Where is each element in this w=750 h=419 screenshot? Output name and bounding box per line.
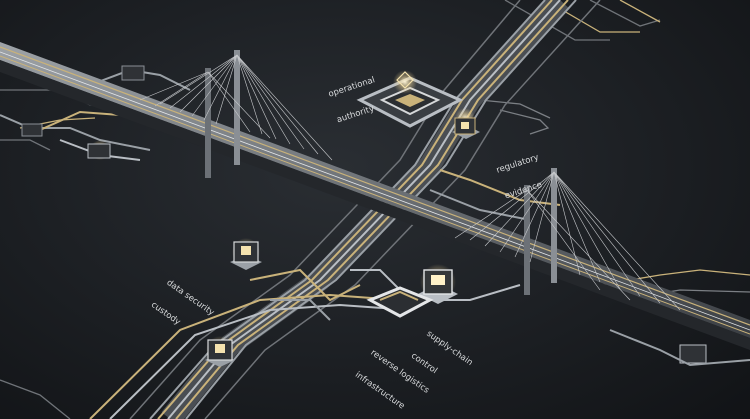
label-line: operational bbox=[327, 75, 377, 100]
node-regulatory bbox=[452, 108, 480, 139]
node-data-security bbox=[230, 238, 262, 270]
box-icon bbox=[431, 275, 445, 285]
user-icon bbox=[215, 344, 225, 353]
node-lower-left bbox=[205, 336, 235, 367]
label-line: authority bbox=[335, 103, 376, 126]
bridge-tower-left bbox=[205, 68, 211, 178]
bridge-tower-right bbox=[524, 185, 530, 295]
node-bottom-right bbox=[609, 329, 750, 367]
node-left-cluster bbox=[21, 65, 145, 160]
operational-authority-hub bbox=[356, 70, 464, 128]
cube-icon bbox=[396, 71, 414, 89]
bridge bbox=[0, 42, 750, 350]
lock-icon bbox=[461, 122, 469, 129]
label-line: regulatory bbox=[495, 152, 541, 176]
shield-icon bbox=[241, 246, 251, 255]
node-reverse-logistics bbox=[366, 286, 434, 318]
label-line: evidence bbox=[503, 179, 544, 202]
